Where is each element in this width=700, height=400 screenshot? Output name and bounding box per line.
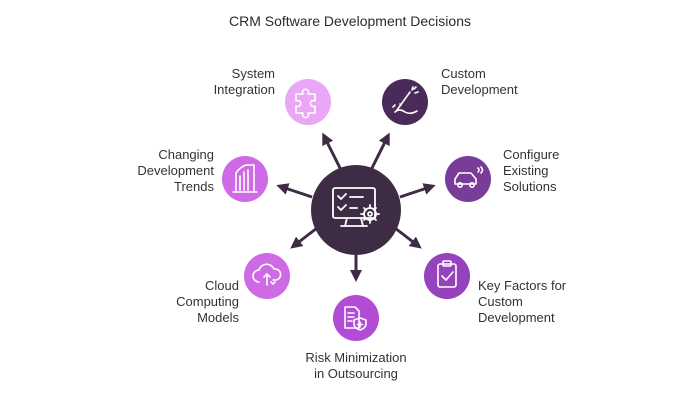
node-system-integration <box>285 79 331 125</box>
document-shield-icon <box>344 306 367 331</box>
label-line: Changing <box>158 147 214 162</box>
label-cloud-computing: Cloud Computing Models <box>176 278 239 326</box>
label-line: Custom <box>441 66 486 81</box>
monitor-checklist-gear-icon <box>332 187 380 227</box>
node-risk-minimization <box>333 295 379 341</box>
node-configure-existing-solutions <box>445 156 491 202</box>
label-line: Integration <box>213 82 275 97</box>
label-line: Development <box>137 163 214 178</box>
label-system-integration: System Integration <box>214 66 275 98</box>
label-risk-minimization: Risk Minimization in Outsourcing <box>256 350 456 382</box>
cloud-upload-icon <box>252 263 282 286</box>
label-custom-development: Custom Development <box>441 66 518 98</box>
label-line: Computing <box>176 294 239 309</box>
center-node <box>311 165 401 255</box>
label-line: Development <box>478 310 555 325</box>
clipboard-check-icon <box>437 260 457 288</box>
arrow-to-custom-development <box>369 132 390 171</box>
node-changing-trends <box>222 156 268 202</box>
label-configure-existing-solutions: Configure Existing Solutions <box>503 147 559 195</box>
puzzle-icon <box>295 88 316 119</box>
label-line: Development <box>441 82 518 97</box>
label-line: Solutions <box>503 179 557 194</box>
label-line: Models <box>197 310 239 325</box>
building-icon <box>232 164 258 193</box>
magic-wand-icon <box>392 86 419 115</box>
car-icon <box>454 166 484 189</box>
label-line: Custom <box>478 294 523 309</box>
arrow-to-key-factors <box>394 226 422 249</box>
connector-arrows <box>276 132 436 282</box>
label-line: Cloud <box>205 278 239 293</box>
arrow-to-system-integration <box>322 132 343 171</box>
label-line: Trends <box>174 179 214 194</box>
arrow-to-changing-trends <box>276 183 313 199</box>
label-line: Risk Minimization <box>305 350 407 365</box>
label-key-factors: Key Factors for Custom Development <box>478 278 566 326</box>
node-key-factors <box>424 253 470 299</box>
node-cloud-computing <box>244 253 290 299</box>
label-line: Existing <box>503 163 549 178</box>
label-changing-trends: Changing Development Trends <box>137 147 214 195</box>
label-line: in Outsourcing <box>314 366 398 381</box>
label-line: Key Factors for <box>478 278 567 293</box>
node-custom-development <box>382 79 428 125</box>
diagram-title: CRM Software Development Decisions <box>229 13 471 29</box>
label-line: Configure <box>503 147 560 162</box>
label-line: System <box>231 66 275 81</box>
arrow-to-cloud-computing <box>290 226 318 249</box>
arrow-to-configure-existing-solutions <box>399 183 436 199</box>
